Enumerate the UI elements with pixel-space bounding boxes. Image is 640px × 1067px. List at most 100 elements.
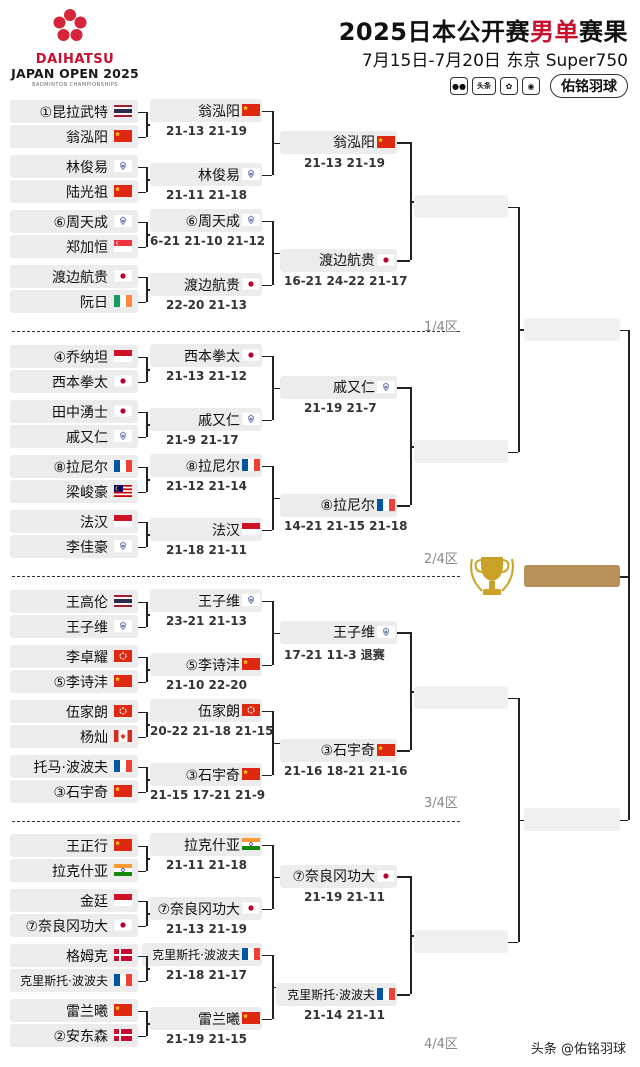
bracket-line [146,614,150,616]
bracket-line [138,276,146,278]
match-score: 21-11 21-18 [166,858,247,872]
bracket-line [262,844,272,846]
wechat-icon[interactable]: ●● [450,77,468,95]
player-r3-box[interactable]: 克里斯托·波波夫 [276,982,397,1006]
player-r2-box[interactable]: 王子维 [150,589,262,612]
bracket-line [146,913,150,915]
player-r1-box[interactable]: 李卓耀 [10,645,138,668]
player-r1-box[interactable]: 郑加恒 [10,235,138,258]
player-r1-box[interactable]: 李佳豪 [10,535,138,558]
bracket-line [138,301,146,303]
match-score: 14-21 21-15 21-18 [284,518,408,533]
player-r1-box[interactable]: 陆光祖 [10,180,138,203]
player-r2-box[interactable]: ⑧拉尼尔 [150,454,262,477]
player-r2-box[interactable]: ⑥周天成 [150,209,262,232]
bracket-line [138,111,146,113]
player-r1-box[interactable]: ⑧拉尼尔 [10,455,138,478]
bracket-line [272,387,280,389]
player-r3-box[interactable]: 渡边航贵 [280,248,397,272]
player-name: 王高伦 [66,594,108,611]
toutiao-icon[interactable]: 头条 [472,77,496,95]
flag-chn-icon [377,743,395,756]
baidu-icon[interactable]: ✿ [500,77,518,95]
bracket-line [518,329,524,331]
player-name: 王正行 [66,838,108,855]
player-r2-box[interactable]: ⑦奈良冈功大 [150,897,262,920]
match-score: 16-21 24-22 21-17 [284,273,408,288]
weibo-icon[interactable]: ◉ [522,77,540,95]
player-r3-box[interactable]: 翁泓阳 [280,130,397,154]
player-r1-box[interactable]: 金廷 [10,889,138,912]
player-name: 梁峻豪 [66,484,108,501]
player-r1-box[interactable]: 拉克什亚 [10,859,138,882]
player-r2-box[interactable]: 戚又仁 [150,408,262,431]
player-r1-box[interactable]: 翁泓阳 [10,125,138,148]
player-r2-box[interactable]: 林俊易 [150,163,262,186]
player-r2-box[interactable]: 伍家朗 [150,699,262,722]
player-r2-box[interactable]: 法汉 [150,518,262,541]
player-r1-box[interactable]: 田中湧士 [10,400,138,423]
player-r1-box[interactable]: ②安东森 [10,1024,138,1047]
quarter-divider [12,576,460,577]
player-r2-box[interactable]: 渡边航贵 [150,273,262,296]
player-name: 渡边航贵 [52,269,108,286]
author-badge[interactable]: 佑铭羽球 [550,74,628,98]
player-name: ⑧拉尼尔 [53,459,108,476]
player-r1-box[interactable]: ④乔纳坦 [10,345,138,368]
player-r1-box[interactable]: 格姆克 [10,944,138,967]
player-r1-box[interactable]: 王高伦 [10,590,138,613]
player-r1-box[interactable]: 戚又仁 [10,425,138,448]
flag-chn-icon [114,785,132,797]
player-r2-box[interactable]: 翁泓阳 [150,99,262,122]
player-r1-box[interactable]: 阮日 [10,290,138,313]
player-r3-box[interactable]: 戚又仁 [280,375,397,399]
logo-brand: DAIHATSU [35,52,115,67]
player-r1-box[interactable]: 渡边航贵 [10,265,138,288]
match-score: 21-11 21-18 [166,188,247,202]
player-r2-box[interactable]: 克里斯托·波波夫 [142,943,262,966]
player-r1-box[interactable]: 王正行 [10,834,138,857]
player-name: 戚又仁 [198,412,240,429]
player-name: ④乔纳坦 [53,349,108,366]
player-r1-box[interactable]: ①昆拉武特 [10,100,138,123]
match-score: 21-13 21-19 [304,155,385,170]
player-r1-box[interactable]: 克里斯托·波波夫 [10,969,138,992]
bracket-line [138,381,146,383]
player-r2-box[interactable]: 西本拳太 [150,344,262,367]
player-r1-box[interactable]: ⑤李诗沣 [10,670,138,693]
player-r1-box[interactable]: 伍家朗 [10,700,138,723]
player-r2-box[interactable]: 拉克什亚 [150,833,262,856]
zone-label: 3/4区 [424,796,458,811]
player-r1-box[interactable]: 雷兰曦 [10,999,138,1022]
player-r1-box[interactable]: ⑥周天成 [10,210,138,233]
player-r1-box[interactable]: 林俊易 [10,155,138,178]
player-r1-box[interactable]: ⑦奈良冈功大 [10,914,138,937]
player-r1-box[interactable]: ③石宇奇 [10,780,138,803]
bracket-line [138,925,146,927]
player-r1-box[interactable]: 王子维 [10,615,138,638]
player-r1-box[interactable]: 西本拳太 [10,370,138,393]
player-r2-box[interactable]: ⑤李诗沣 [150,653,262,676]
player-name: 翁泓阳 [198,103,240,120]
player-r3-box[interactable]: ③石宇奇 [280,738,397,762]
player-r3-box[interactable]: ⑦奈良冈功大 [280,864,397,888]
flag-tpe-icon [114,215,132,227]
player-name: 拉克什亚 [52,863,108,880]
flag-chn-icon [114,1004,132,1016]
player-r1-box[interactable]: 梁峻豪 [10,480,138,503]
sf-slot [524,318,620,341]
player-r1-box[interactable]: 杨灿 [10,725,138,748]
bracket-line [262,664,272,666]
player-r1-box[interactable]: 法汉 [10,510,138,533]
flag-tha-icon [114,105,132,117]
player-r2-box[interactable]: ③石宇奇 [150,763,262,786]
player-name: ⑦奈良冈功大 [157,901,240,918]
player-r2-box[interactable]: 雷兰曦 [150,1007,262,1030]
player-r1-box[interactable]: 托马·波波夫 [10,755,138,778]
match-score: 21-19 21-15 [166,1032,247,1046]
player-r3-box[interactable]: 王子维 [280,620,397,644]
player-r3-box[interactable]: ⑧拉尼尔 [280,493,397,517]
player-name: 翁泓阳 [66,129,108,146]
bracket-line [508,206,518,208]
bracket-line [272,252,280,254]
